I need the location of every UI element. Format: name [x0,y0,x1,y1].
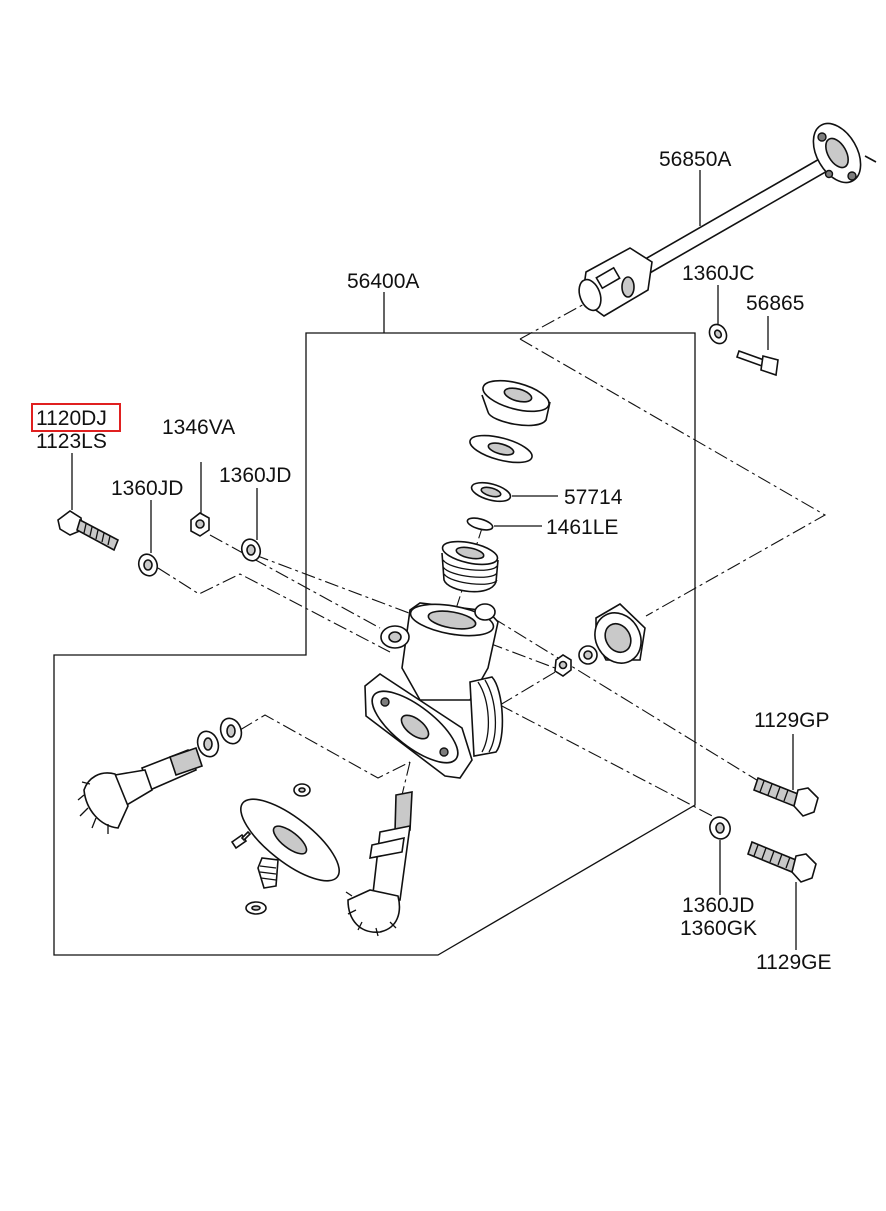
set-screw [257,857,279,889]
flat-washer-stack [469,434,533,464]
oil-seal-57714 [470,481,512,503]
label-1129ge: 1129GE [756,951,832,974]
bolt-1129gp [753,776,819,817]
label-1360gk: 1360GK [680,917,757,940]
bearing-cap [481,379,551,427]
guide-lines [157,301,827,821]
washer-1360jd-lower [709,816,731,840]
leader-lines [71,170,797,950]
washer-right-a [578,645,598,665]
small-nut-upper [293,783,311,797]
nut-right-a [554,654,572,677]
label-56850a: 56850A [659,148,731,171]
snap-ring-1461le [466,517,494,531]
label-1360jd-left: 1360JD [111,477,183,500]
label-1360jd-right: 1360JD [219,464,291,487]
label-1461le: 1461LE [546,516,618,539]
washer-1360jd-left [137,553,159,577]
washer-1360jd-right [240,538,262,562]
threaded-plug [441,540,499,593]
gear-housing [364,602,504,779]
label-56865: 56865 [746,292,804,315]
pinion-shaft-vertical [345,791,413,937]
label-1346va: 1346VA [162,416,235,439]
washer-pinion-b [219,717,243,745]
assembly-boundary [53,332,696,956]
small-nut-lower [245,901,267,915]
label-1120dj: 1120DJ [36,407,107,430]
steering-shaft [578,122,877,317]
gasket-plate [240,798,340,882]
label-56400a: 56400A [347,270,419,293]
label-1129gp: 1129GP [754,709,830,732]
bolt-1120dj [57,510,120,552]
nut-1360jc [708,323,728,345]
label-57714: 57714 [564,486,623,509]
bolt-56865 [735,349,779,377]
label-1123ls: 1123LS [36,430,107,453]
seal-ring-right [594,603,646,664]
washer-pinion-a [196,730,220,758]
bolt-1129ge [747,840,817,883]
highlight-box-1120dj [31,403,121,432]
small-screw [230,830,252,850]
pinion-shaft-left [77,746,204,834]
label-1360jd-lower: 1360JD [682,894,754,917]
nut-1346va [190,512,210,537]
label-1360jc: 1360JC [682,262,754,285]
